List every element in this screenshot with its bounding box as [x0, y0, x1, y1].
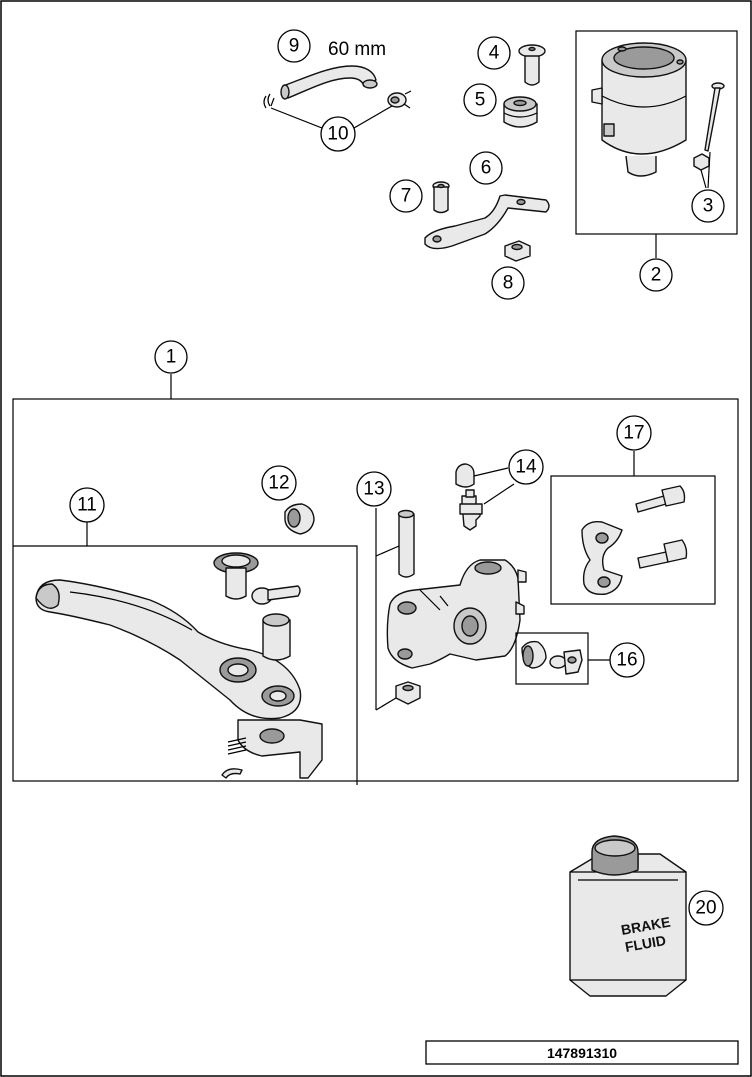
master-cylinder-body-part — [386, 559, 527, 669]
svg-text:17: 17 — [623, 423, 644, 444]
grommet-part — [503, 96, 538, 128]
callout-12: 12 — [261, 465, 297, 501]
hose-length-label: 60 mm — [328, 39, 386, 60]
svg-text:12: 12 — [268, 473, 289, 494]
callout-7: 7 — [389, 179, 423, 213]
svg-text:20: 20 — [695, 898, 716, 919]
plug-part — [284, 503, 315, 535]
lever-circlip-part — [221, 768, 243, 779]
document-number: 147891310 — [547, 1045, 617, 1061]
lever-spring-part — [227, 737, 247, 755]
callout-1: 1 — [154, 340, 188, 374]
clamp-group-box — [550, 475, 716, 605]
seal-group-box — [515, 632, 589, 685]
callout-6: 6 — [469, 151, 503, 185]
svg-text:9: 9 — [289, 36, 300, 57]
callout-10: 10 — [320, 116, 356, 152]
callout-9: 9 — [277, 29, 311, 63]
svg-text:10: 10 — [327, 124, 348, 145]
svg-text:11: 11 — [77, 495, 97, 516]
svg-text:5: 5 — [475, 90, 486, 111]
callout-13: 13 — [356, 471, 392, 507]
fluid-can-label-line2: FLUID — [624, 932, 667, 955]
hose-clamp-part — [263, 90, 412, 109]
callout-11: 11 — [69, 487, 105, 523]
svg-text:16: 16 — [616, 650, 637, 671]
reservoir-cap-screw-part — [518, 44, 546, 86]
callout-5: 5 — [463, 83, 497, 117]
hose-part — [280, 65, 378, 100]
svg-text:7: 7 — [401, 186, 412, 207]
seal-part — [521, 640, 547, 669]
bracket-nut-part — [504, 240, 531, 262]
callout-14: 14 — [508, 449, 544, 485]
document-number-box: 147891310 — [425, 1040, 739, 1065]
callout-3: 3 — [691, 189, 725, 223]
lever-adjuster-knob-part — [213, 552, 259, 600]
bleed-screw-part — [459, 489, 483, 531]
handlebar-clamp-part — [581, 520, 623, 595]
reservoir-screw-part — [693, 82, 725, 171]
callout-20: 20 — [688, 890, 724, 926]
brake-fluid-can-part: BRAKE FLUID — [569, 835, 687, 997]
svg-text:14: 14 — [515, 457, 537, 478]
clamp-bolt-lower-part — [637, 539, 688, 569]
svg-text:6: 6 — [481, 158, 492, 179]
callout-8: 8 — [491, 266, 525, 300]
svg-text:1: 1 — [166, 347, 177, 368]
svg-text:3: 3 — [703, 196, 714, 217]
svg-text:8: 8 — [503, 273, 514, 294]
callout-2: 2 — [639, 258, 673, 292]
brake-lever-part — [35, 579, 302, 720]
piston-rod-part — [397, 509, 415, 578]
brake-fluid-reservoir-part — [591, 42, 687, 177]
lever-adjuster-block-part — [237, 719, 323, 779]
svg-text:4: 4 — [489, 43, 500, 64]
lever-group-box — [13, 545, 358, 785]
svg-text:13: 13 — [363, 479, 384, 500]
banjo-fitting-part — [549, 649, 583, 675]
bleed-cap-part — [455, 463, 475, 488]
callout-17: 17 — [616, 415, 652, 451]
master-cylinder-group-box — [12, 398, 739, 782]
callout-4: 4 — [477, 36, 511, 70]
svg-text:2: 2 — [651, 265, 662, 286]
clamp-bolt-upper-part — [635, 485, 686, 513]
lever-bushing-part — [262, 613, 291, 661]
bracket-screw-part — [432, 181, 450, 214]
lever-pin-part — [251, 585, 301, 605]
callout-16: 16 — [609, 642, 645, 678]
reservoir-bracket-part — [424, 194, 550, 250]
master-cylinder-nut-part — [395, 681, 421, 705]
